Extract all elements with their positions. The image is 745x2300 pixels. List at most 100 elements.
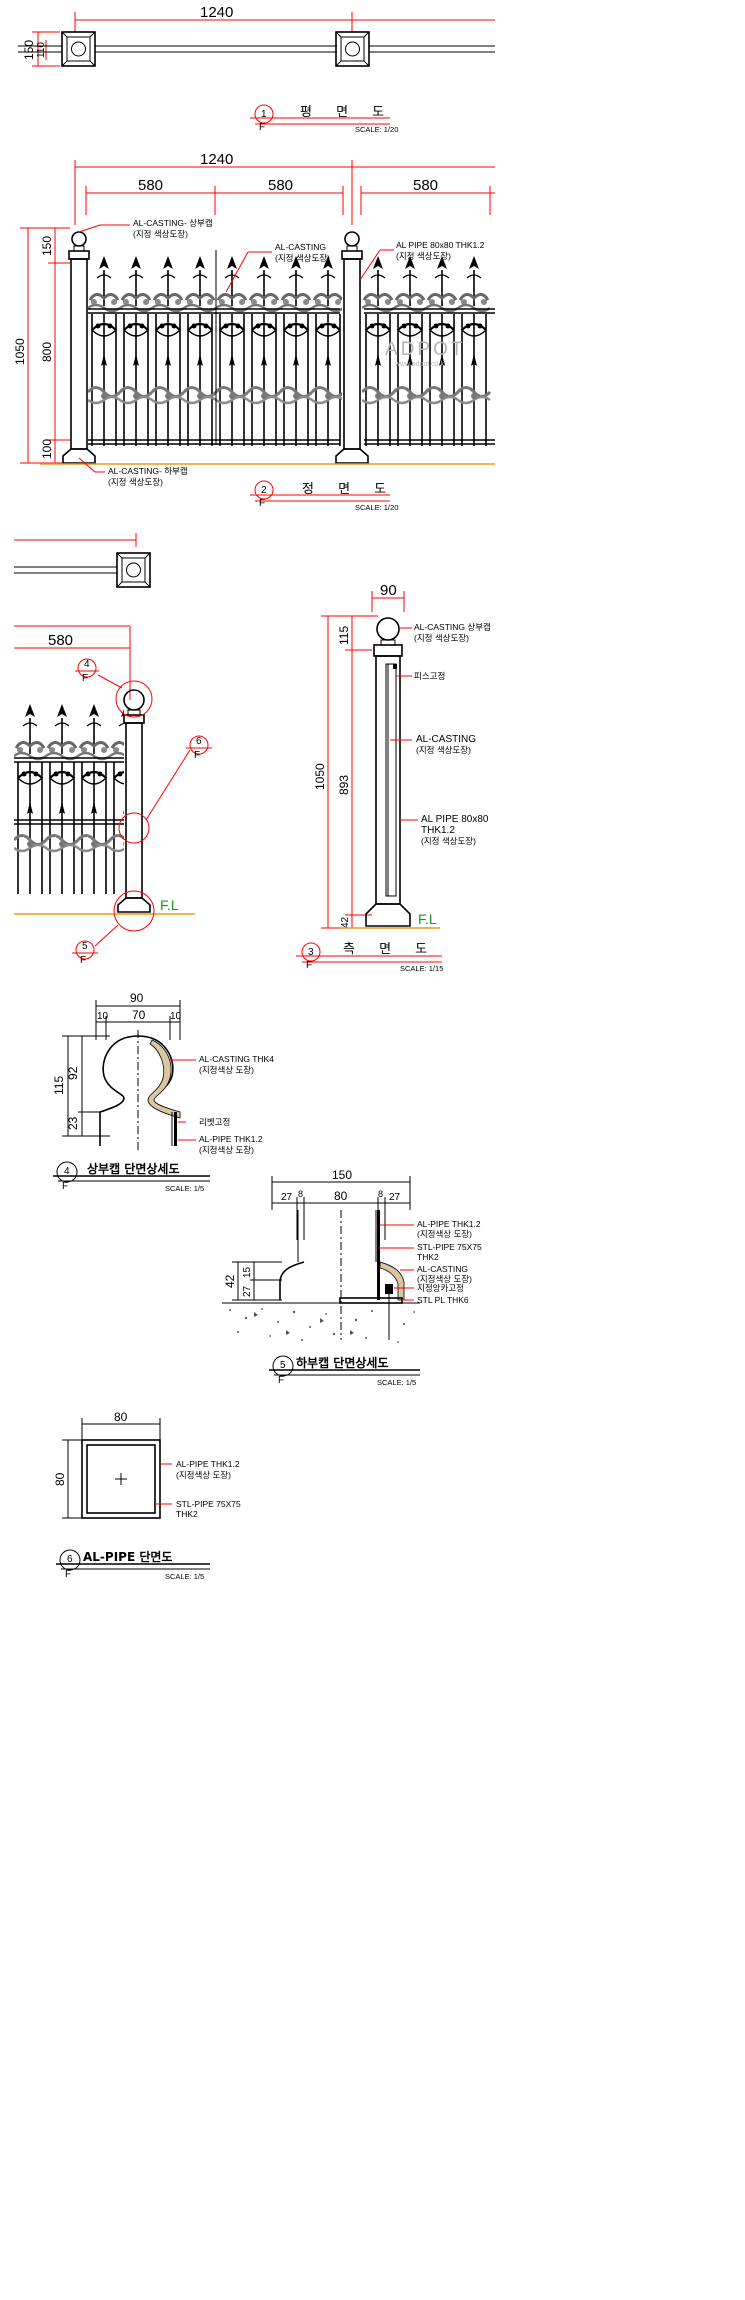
- side-title: 측 면 도: [343, 942, 437, 957]
- top-title-no: 4: [64, 1166, 70, 1177]
- top-dim-h: 115: [52, 1076, 66, 1095]
- key-mark-5: 5: [82, 941, 88, 952]
- plan-scale: SCALE: 1/20: [355, 125, 398, 134]
- top-title-f: F: [62, 1181, 68, 1192]
- bottom-callout-anchor: 지정앙카고정: [417, 1283, 464, 1293]
- top-callout-casting: AL-CASTING THK4: [199, 1054, 274, 1064]
- side-dim-total: 1050: [313, 763, 327, 790]
- front-dim-span-2: 580: [268, 177, 293, 194]
- watermark-url: www.adpot.co.kr: [394, 361, 447, 368]
- front-title-f: F: [259, 498, 265, 509]
- key-dim-span: 580: [48, 632, 73, 649]
- top-title: 상부캡 단면상세도: [87, 1161, 180, 1176]
- bottom-callout-casting: AL-CASTING: [417, 1264, 468, 1274]
- front-dim-h-total: 1050: [13, 338, 27, 365]
- front-callout-cap-sub: (지정 색상도장): [133, 229, 188, 239]
- front-callout-casting: AL-CASTING: [275, 242, 326, 252]
- plan-title-no: 1: [261, 109, 267, 120]
- pipe-dim-w: 80: [114, 1410, 128, 1424]
- front-dim-span-3: 580: [413, 177, 438, 194]
- front-scale: SCALE: 1/20: [355, 503, 398, 512]
- bottom-title-no: 5: [280, 1360, 286, 1371]
- plan-title-f: F: [259, 122, 265, 133]
- key-mark-5-f: F: [80, 955, 86, 966]
- front-callout-base-sub: (지정 색상도장): [108, 477, 163, 487]
- detail-key-view: 580 F.L 4 F 6 F: [14, 625, 212, 966]
- front-dim-h-base: 100: [40, 439, 54, 459]
- bottom-dim-e: 27: [389, 1192, 401, 1203]
- bottom-title-f: F: [278, 1375, 284, 1386]
- plan-dim-h: 150: [22, 40, 36, 60]
- front-callout-pipe: AL PIPE 80x80 THK1.2: [396, 240, 485, 250]
- top-scale: SCALE: 1/5: [165, 1184, 204, 1193]
- plan-title: 평 면 도: [300, 105, 394, 120]
- side-dim-body: 893: [337, 775, 351, 795]
- front-title: 정 면 도: [302, 482, 396, 497]
- plan-dim-h-inner: 110: [36, 42, 47, 58]
- front-title-no: 2: [261, 485, 267, 496]
- side-callout-pipe-2: THK1.2: [421, 825, 455, 836]
- pipe-callout-pipe: AL-PIPE THK1.2: [176, 1459, 240, 1469]
- bottom-callout-stl-2: THK2: [417, 1252, 439, 1262]
- side-title-no: 3: [308, 947, 314, 958]
- side-callout-cap-sub: (지정 색상도장): [414, 633, 469, 643]
- pipe-callout-stl-2: THK2: [176, 1509, 198, 1519]
- side-dim-base: 42: [340, 916, 351, 928]
- front-callout-base: AL-CASTING- 하부캡: [108, 466, 188, 476]
- side-callout-casting: AL-CASTING: [416, 734, 476, 745]
- watermark-brand: ADPOT: [385, 339, 465, 360]
- side-callout-screw: 피스고정: [414, 671, 445, 681]
- pipe-callout-pipe-sub: (지정색상 도장): [176, 1470, 231, 1480]
- front-dim-total: 1240: [200, 151, 233, 168]
- front-dim-h-cap: 150: [40, 236, 54, 256]
- pipe-title-no: 6: [67, 1554, 73, 1565]
- pipe-scale: SCALE: 1/5: [165, 1572, 204, 1581]
- bottom-dim-b: 8: [298, 1189, 303, 1199]
- top-dim-b: 70: [132, 1008, 146, 1022]
- side-callout-cap: AL-CASTING 상부캡: [414, 622, 491, 632]
- side-dim-w: 90: [380, 582, 397, 599]
- side-scale: SCALE: 1/15: [400, 964, 443, 973]
- pipe-title: AL-PIPE 단면도: [83, 1549, 172, 1564]
- top-dim-c: 10: [170, 1011, 182, 1022]
- front-callout-pipe-sub: (지정 색상도장): [396, 251, 451, 261]
- key-mark-4-f: F: [82, 673, 88, 684]
- bottom-scale: SCALE: 1/5: [377, 1378, 416, 1387]
- front-dim-h-panel: 800: [40, 342, 54, 362]
- top-cap-detail: 90 10 70 10 115 92 23 AL-CASTING THK4 (지…: [52, 991, 274, 1193]
- pipe-section-detail: 80 80 AL-PIPE THK1.2 (지정색상 도장) STL-PIPE …: [53, 1410, 241, 1581]
- bottom-callout-plate: STL PL THK6: [417, 1295, 469, 1305]
- side-title-f: F: [306, 960, 312, 971]
- side-callout-casting-sub: (지정 색상도장): [416, 745, 471, 755]
- bottom-callout-pipe: AL-PIPE THK1.2: [417, 1219, 481, 1229]
- top-callout-rivet: 리벳고정: [199, 1117, 230, 1127]
- plan-view: 1240 150 110 1 F 평 면 도 SCALE: 1/20: [18, 4, 495, 134]
- side-callout-pipe: AL PIPE 80x80: [421, 814, 489, 825]
- plan-dim-total: 1240: [200, 4, 233, 21]
- bottom-title: 하부캡 단면상세도: [296, 1355, 389, 1370]
- key-mark-6: 6: [196, 736, 202, 747]
- front-dim-span-1: 580: [138, 177, 163, 194]
- bottom-dim-c: 80: [334, 1189, 348, 1203]
- bottom-callout-pipe-sub: (지정색상 도장): [417, 1229, 472, 1239]
- key-mark-6-f: F: [194, 750, 200, 761]
- pipe-dim-h: 80: [53, 1472, 67, 1486]
- bottom-callout-casting-sub: (지정색상 도장): [417, 1274, 472, 1284]
- top-callout-casting-sub: (지정색상 도장): [199, 1065, 254, 1075]
- side-view: 90 1050 115 893 42 F.L AL-CASTING 상부캡 (지…: [296, 582, 491, 973]
- bottom-dim-a: 27: [281, 1192, 293, 1203]
- bottom-cap-detail: 150 27 8 80 8 27 42 27 15: [222, 1168, 482, 1387]
- bottom-dim-h-a: 27: [242, 1285, 253, 1297]
- bottom-dim-d: 8: [378, 1189, 383, 1199]
- bottom-callout-stl: STL-PIPE 75X75: [417, 1242, 482, 1252]
- top-dim-h-ball: 92: [66, 1066, 80, 1080]
- top-callout-pipe-sub: (지정색상 도장): [199, 1145, 254, 1155]
- side-callout-pipe-sub: (지정 색상도장): [421, 836, 476, 846]
- pipe-callout-stl: STL-PIPE 75X75: [176, 1499, 241, 1509]
- front-view: 1240 580 580 580 1050 150 800 100: [13, 151, 495, 512]
- bottom-dim-h: 42: [223, 1274, 237, 1288]
- top-dim-w: 90: [130, 991, 144, 1005]
- ground-hatch: [229, 1308, 415, 1343]
- side-dim-cap: 115: [337, 626, 351, 645]
